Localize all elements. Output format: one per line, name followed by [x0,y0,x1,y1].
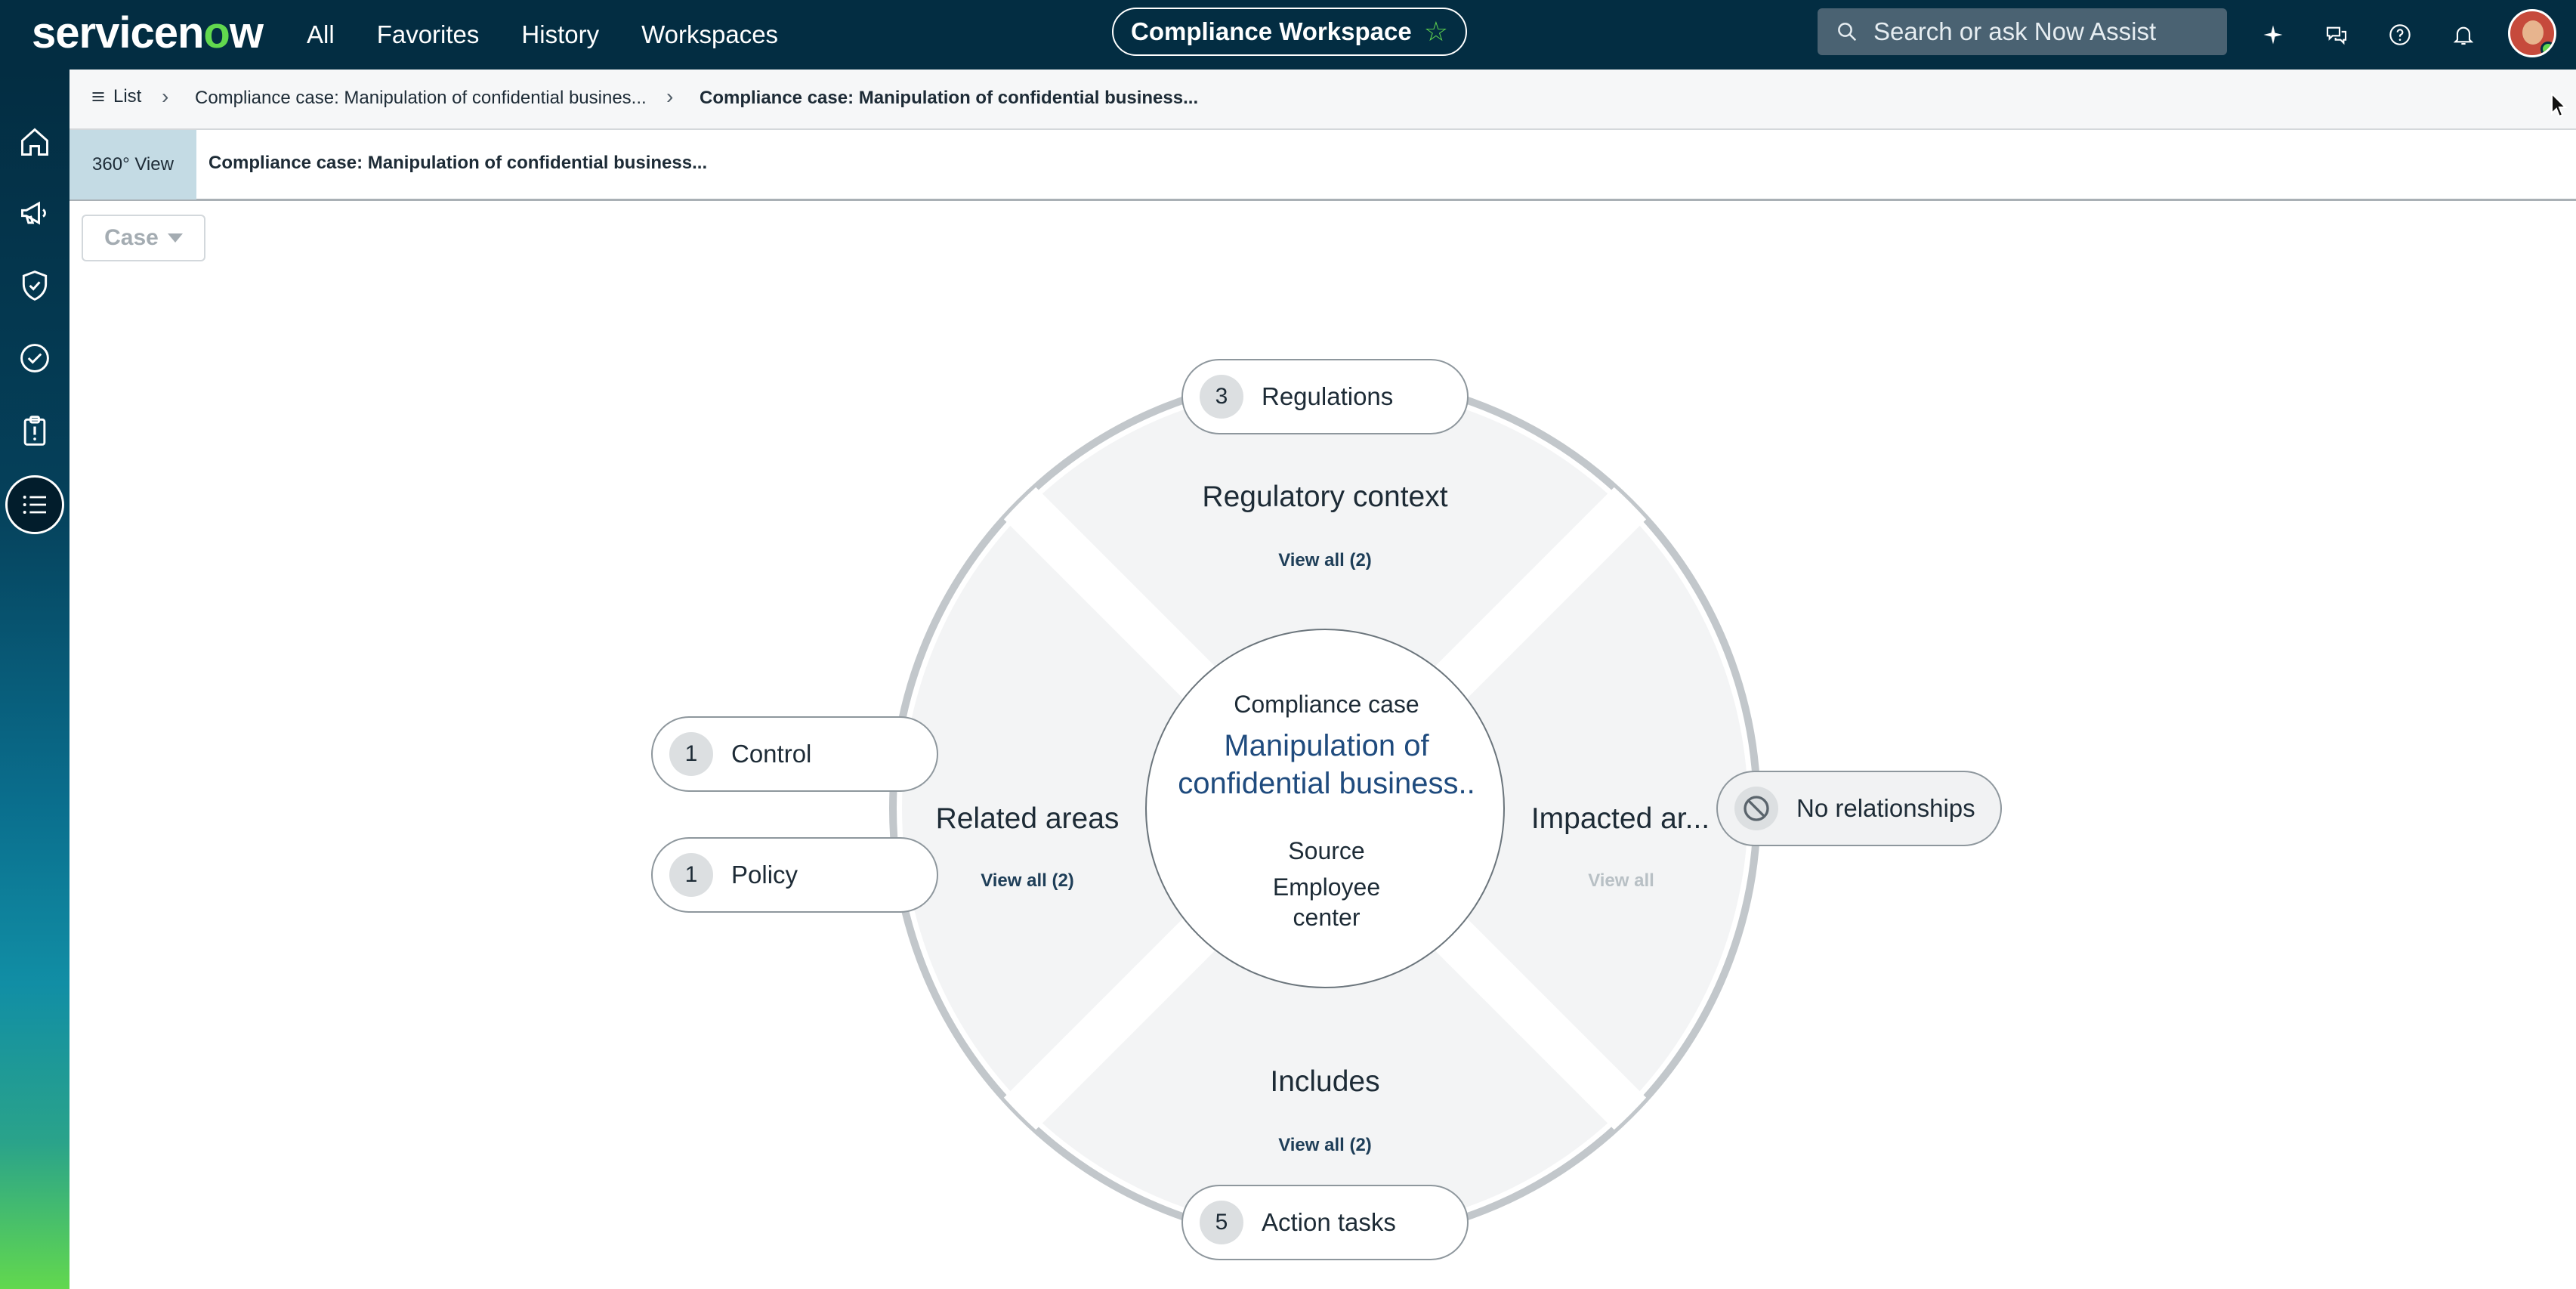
breadcrumb: List › Compliance case: Manipulation of … [69,70,2576,130]
policy-pill[interactable]: 1 Policy [651,837,938,913]
prohibited-icon [1734,787,1778,830]
check-circle-icon [20,344,49,372]
rail-announcements[interactable] [0,178,69,248]
policy-pill-label: Policy [731,861,798,889]
clipboard-alert-icon [23,416,46,446]
center-record-type: Compliance case [1234,691,1419,718]
global-search[interactable] [1818,8,2227,55]
workspace-title: Compliance Workspace [1131,17,1412,45]
impacted-areas-view-all-link: View all [1588,870,1654,891]
breadcrumb-list-label: List [113,86,142,107]
search-input[interactable] [1873,17,2206,46]
quadrant-related-areas-title: Related areas [935,802,1120,835]
shield-check-icon [22,270,48,301]
center-record-name[interactable]: Manipulation of confidential business.. [1178,729,1475,800]
regulations-pill[interactable]: 3 Regulations [1181,359,1469,434]
record-tab-row: 360° View Compliance case: Manipulation … [69,130,2576,201]
help-icon[interactable] [2386,20,2414,49]
notifications-bell-icon[interactable] [2449,20,2478,49]
online-status-dot [2540,42,2554,55]
action-tasks-pill[interactable]: 5 Action tasks [1181,1185,1469,1260]
breadcrumb-list[interactable]: List [91,86,141,107]
home-icon [21,128,48,156]
action-tasks-count-badge: 5 [1200,1201,1243,1244]
rail-home[interactable] [0,107,69,177]
center-record-card[interactable]: Compliance case Manipulation of confiden… [1145,629,1505,988]
rail-tasks[interactable] [0,323,69,393]
workspace-title-pill[interactable]: Compliance Workspace ☆ [1112,8,1467,56]
tab-compliance-case[interactable]: Compliance case: Manipulation of confide… [208,153,708,173]
chat-icon[interactable] [2322,20,2351,49]
breadcrumb-item-1[interactable]: Compliance case: Manipulation of confide… [195,88,647,108]
action-tasks-pill-label: Action tasks [1262,1208,1396,1236]
tab-360-view[interactable]: 360° View [69,130,196,199]
quadrant-includes-title: Includes [1270,1065,1380,1098]
no-relationships-pill: No relationships [1716,771,2002,846]
control-pill-label: Control [731,740,812,768]
chevron-right-icon: › [666,85,674,108]
quadrant-regulatory-context-title: Regulatory context [1202,481,1448,513]
rail-list-ring [5,475,64,534]
list-icon [23,496,46,514]
avatar-face [2522,20,2544,45]
regulatory-context-view-all-link[interactable]: View all (2) [1278,550,1372,570]
case-dropdown[interactable]: Case [82,215,205,261]
megaphone-icon [21,201,46,225]
main-nav: All Favorites History Workspaces [307,0,778,70]
now-assist-sparkle-icon[interactable] [2259,20,2287,49]
search-icon [1838,23,1857,42]
servicenow-logo[interactable]: servicenow [32,8,264,57]
quadrant-impacted-areas-title: Impacted ar... [1530,802,1710,835]
regulations-pill-label: Regulations [1262,382,1394,410]
caret-down-icon [167,233,183,243]
rail-list[interactable] [0,470,69,539]
nav-history[interactable]: History [521,20,600,48]
nav-workspaces[interactable]: Workspaces [641,20,779,48]
top-bar: servicenow All Favorites History Workspa… [0,0,2576,70]
list-lines-icon [92,92,104,101]
left-rail [0,70,69,1289]
related-areas-view-all-link[interactable]: View all (2) [981,870,1074,891]
user-avatar[interactable] [2508,9,2556,57]
favorite-star-icon[interactable]: ☆ [1423,16,1448,47]
policy-count-badge: 1 [669,853,713,897]
nav-all[interactable]: All [307,20,335,48]
nav-favorites[interactable]: Favorites [376,20,480,48]
center-source-label: Source [1288,837,1365,864]
header-actions [2259,0,2478,70]
includes-view-all-link[interactable]: View all (2) [1278,1135,1372,1155]
case-dropdown-label: Case [104,225,159,250]
breadcrumb-item-current: Compliance case: Manipulation of confide… [700,88,1199,108]
no-relationships-label: No relationships [1796,794,1975,822]
control-count-badge: 1 [669,732,713,776]
chevron-right-icon: › [162,85,169,108]
rail-compliance[interactable] [0,251,69,320]
mouse-cursor-icon [2551,92,2568,118]
regulations-count-badge: 3 [1200,375,1243,419]
center-source-value: Employee center [1272,873,1381,931]
control-pill[interactable]: 1 Control [651,716,938,792]
rail-clipboard[interactable] [0,396,69,465]
